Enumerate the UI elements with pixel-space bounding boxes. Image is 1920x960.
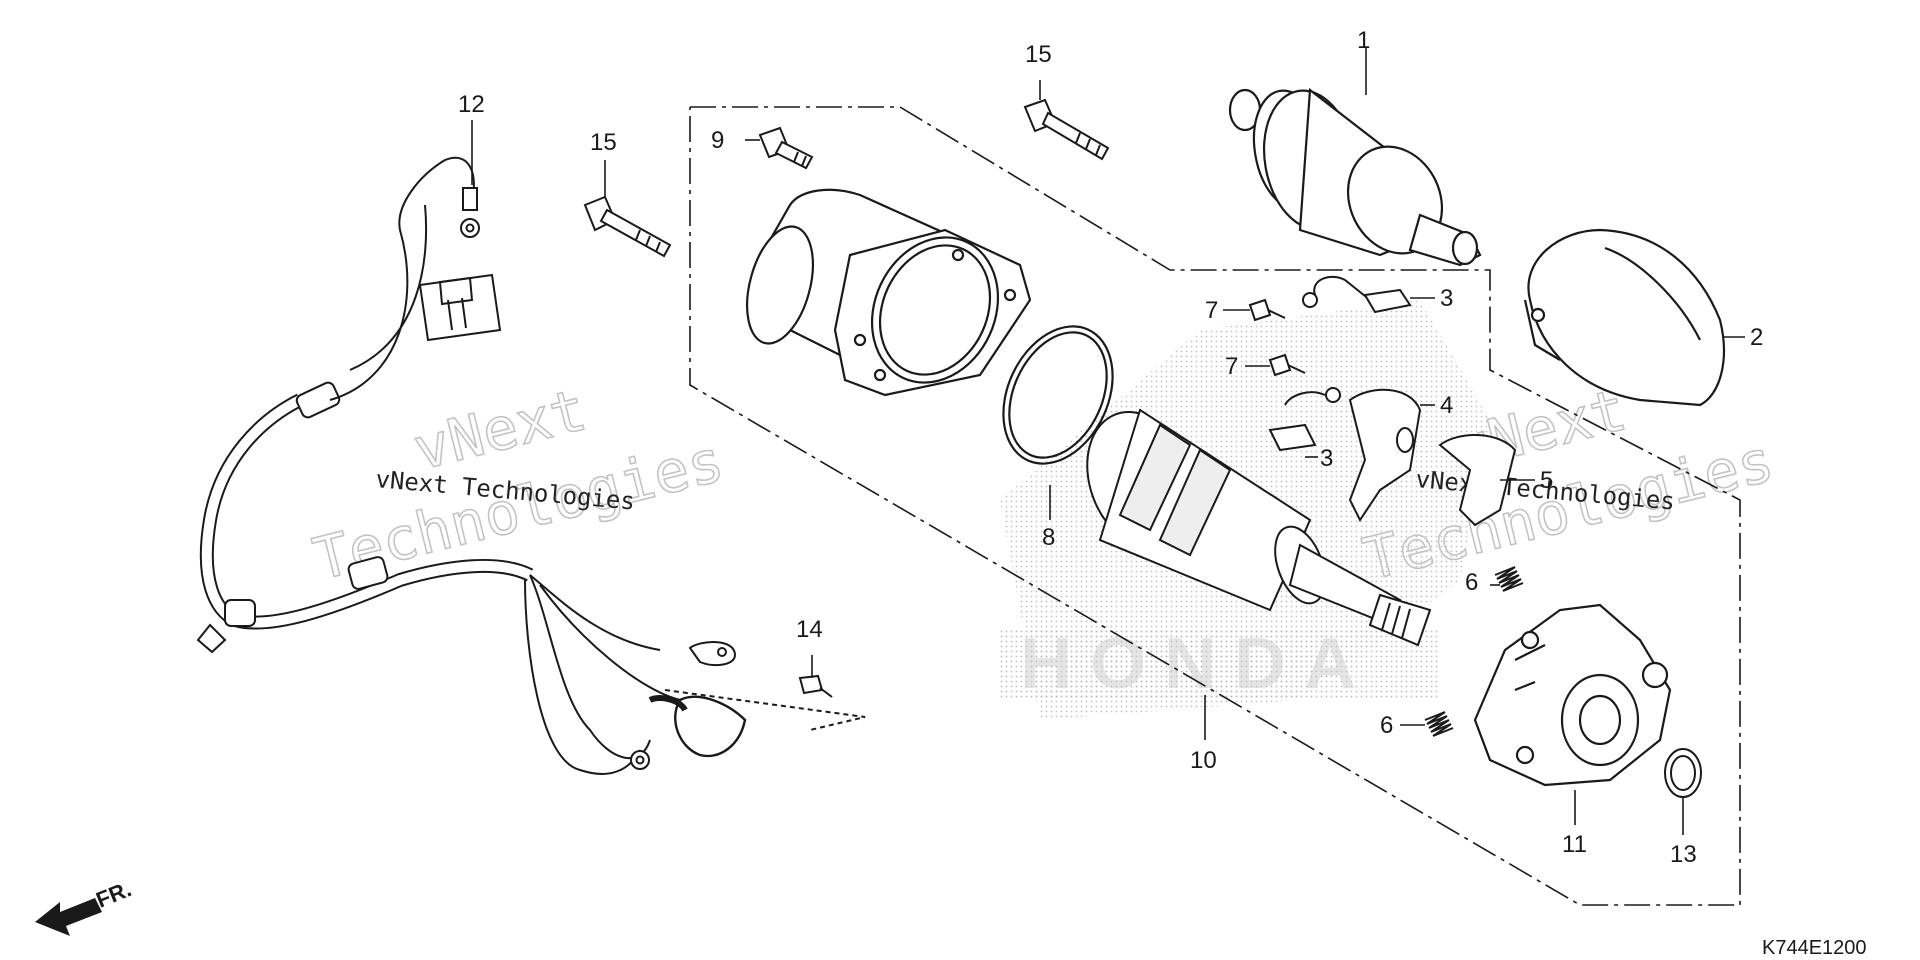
- armature-10: [1086, 408, 1432, 647]
- bolt-15-top: [1023, 98, 1110, 161]
- callout-11: 11: [1562, 831, 1587, 858]
- svg-text:HONDA: HONDA: [1020, 624, 1374, 704]
- front-label: FR.: [93, 876, 135, 912]
- callout-5: 5: [1540, 467, 1553, 494]
- bolt-14: [798, 674, 833, 698]
- callout-15-left: 15: [590, 129, 617, 156]
- callout-3-upper: 3: [1440, 285, 1453, 312]
- callout-12: 12: [458, 91, 485, 118]
- brand-stamp: HONDA: [1020, 624, 1374, 704]
- callout-15-top: 15: [1025, 41, 1052, 68]
- o-ring-8: [1002, 325, 1114, 465]
- callout-14: 14: [796, 616, 823, 643]
- callout-13: 13: [1670, 841, 1697, 868]
- callout-2: 2: [1750, 324, 1763, 351]
- callout-6-lower: 6: [1380, 712, 1393, 739]
- callout-7-upper: 7: [1205, 297, 1218, 324]
- wire-harness: [196, 156, 866, 775]
- callout-7-lower: 7: [1225, 353, 1238, 380]
- starter-clutch-1: [1228, 87, 1482, 267]
- starter-yoke: [746, 188, 1032, 397]
- callout-3-lower: 3: [1320, 445, 1333, 472]
- brush-3-upper: [1302, 275, 1412, 314]
- callout-labels: 1 2 3 3 4 5 6 6 7 7 8 9 10 11 12 13 14 1…: [458, 27, 1763, 868]
- diagram-code: K744E1200: [1762, 937, 1867, 959]
- brush-holder-4: [1348, 388, 1422, 522]
- front-direction-marker: FR.: [35, 876, 135, 936]
- callout-6-upper: 6: [1465, 569, 1478, 596]
- leader-lines: [471, 48, 1745, 835]
- springs-6: [1424, 566, 1524, 737]
- callout-1: 1: [1357, 27, 1370, 54]
- callout-8: 8: [1042, 524, 1055, 551]
- brush-3-lower: [1268, 387, 1341, 452]
- callout-4: 4: [1440, 392, 1453, 419]
- rear-cover-11: [1473, 603, 1672, 787]
- callout-9: 9: [711, 127, 724, 154]
- brush-holder-5: [1438, 434, 1517, 527]
- bolt-9: [758, 126, 814, 170]
- washer-13: [1664, 748, 1702, 798]
- screws-7: [1248, 298, 1306, 377]
- callout-10: 10: [1190, 747, 1217, 774]
- front-arrow-icon: [35, 898, 102, 936]
- front-cap-2: [1523, 228, 1725, 407]
- bolt-15-left: [583, 195, 672, 258]
